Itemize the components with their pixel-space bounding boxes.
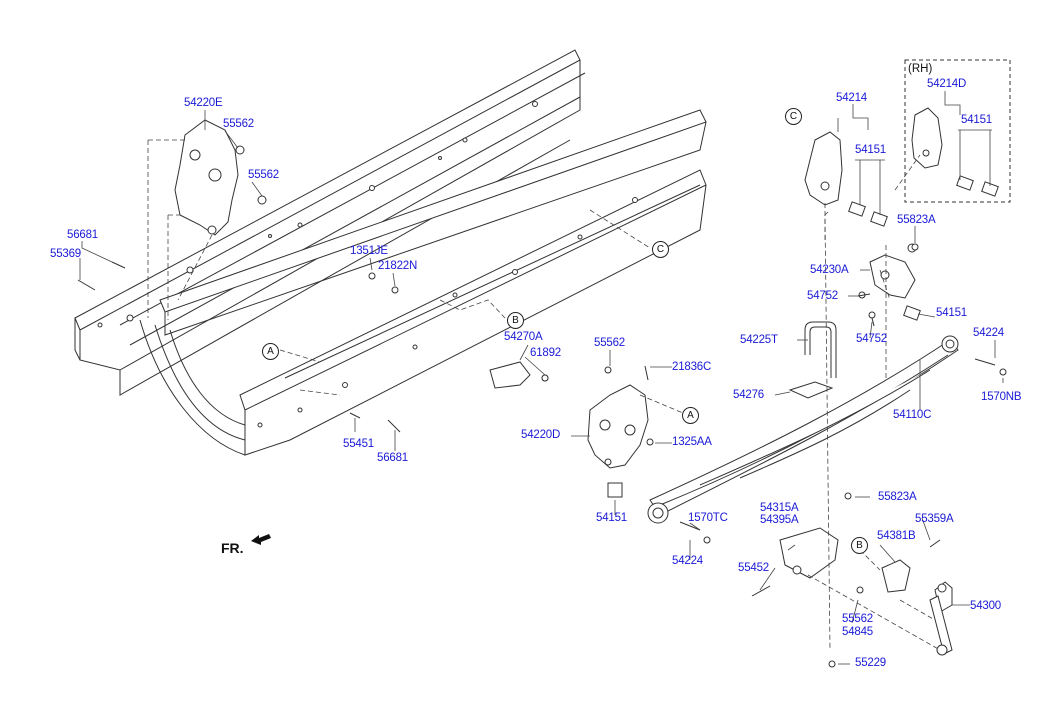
rail-holes [97, 101, 638, 428]
part-54752-b[interactable]: 54752 [856, 333, 887, 345]
part-54224-b[interactable]: 54224 [973, 327, 1004, 339]
part-55451[interactable]: 55451 [343, 438, 374, 450]
part-54315A[interactable]: 54315A [760, 502, 799, 514]
part-54220D[interactable]: 54220D [521, 429, 561, 441]
part-54225T[interactable]: 54225T [740, 334, 778, 346]
ref-circle-c-frame: C [652, 241, 669, 258]
bushings [607, 175, 999, 498]
part-54395A[interactable]: 54395A [760, 514, 799, 526]
frame-rail-lower [139, 109, 707, 456]
part-54230A[interactable]: 54230A [810, 264, 849, 276]
front-direction-arrow-icon [251, 534, 271, 545]
part-54214D[interactable]: 54214D [927, 78, 967, 90]
part-54270A[interactable]: 54270A [504, 331, 543, 343]
part-54224-a[interactable]: 54224 [672, 555, 703, 567]
part-54276[interactable]: 54276 [733, 389, 764, 401]
rh-label: (RH) [908, 63, 933, 75]
part-21836C[interactable]: 21836C [672, 361, 712, 373]
leaf-spring [647, 335, 959, 524]
ref-circle-b-frame: B [507, 312, 524, 329]
part-55562-a[interactable]: 55562 [223, 118, 254, 130]
rear-hanger-bracket [587, 384, 649, 469]
shock-bracket [881, 559, 911, 593]
fasteners [77, 243, 1007, 668]
front-hanger-bracket [174, 119, 267, 236]
u-bolt [804, 321, 837, 378]
part-54151-d[interactable]: 54151 [936, 307, 967, 319]
part-1570TC[interactable]: 1570TC [688, 512, 728, 524]
part-21822N[interactable]: 21822N [378, 260, 418, 272]
leader-lines [79, 91, 1004, 665]
part-56681-b[interactable]: 56681 [377, 452, 408, 464]
part-55359A[interactable]: 55359A [915, 513, 954, 525]
part-54381B[interactable]: 54381B [877, 530, 916, 542]
front-direction-label: FR. [221, 540, 244, 556]
part-54151-c[interactable]: 54151 [961, 114, 992, 126]
ref-circle-b-axle: B [851, 537, 868, 554]
part-54300[interactable]: 54300 [970, 600, 1001, 612]
part-1325AA[interactable]: 1325AA [672, 436, 712, 448]
part-55562-d[interactable]: 55562 [842, 613, 873, 625]
part-55562-c[interactable]: 55562 [594, 337, 625, 349]
part-61892[interactable]: 61892 [530, 347, 561, 359]
part-54752-a[interactable]: 54752 [807, 290, 838, 302]
ref-circle-a-bracket: A [682, 407, 699, 424]
part-1570NB[interactable]: 1570NB [981, 391, 1022, 403]
part-56681-a[interactable]: 56681 [67, 229, 98, 241]
part-55369[interactable]: 55369 [50, 248, 81, 260]
ref-circle-a-frame: A [262, 343, 279, 360]
rh-detail-box [904, 59, 1011, 203]
part-55452[interactable]: 55452 [738, 562, 769, 574]
part-55562-b[interactable]: 55562 [248, 169, 279, 181]
ref-circle-c-top: C [785, 108, 802, 125]
shackle [858, 243, 917, 319]
part-1351JE[interactable]: 1351JE [350, 245, 388, 257]
part-54151-a[interactable]: 54151 [596, 512, 627, 524]
frame-rail-upper [74, 49, 586, 396]
axle-seat [779, 527, 839, 579]
part-54214[interactable]: 54214 [836, 92, 867, 104]
dashed-alignment-lines [147, 139, 941, 651]
spring-pad [788, 381, 834, 399]
rear-bracket-54214 [804, 131, 843, 206]
bracket-54270a [489, 361, 549, 389]
part-55823A-a[interactable]: 55823A [897, 214, 936, 226]
part-55229[interactable]: 55229 [855, 657, 886, 669]
part-54110C[interactable]: 54110C [893, 409, 932, 421]
part-55823A-b[interactable]: 55823A [878, 491, 917, 503]
shock-absorber [929, 581, 953, 656]
part-54845[interactable]: 54845 [842, 626, 873, 638]
part-54151-b[interactable]: 54151 [855, 144, 886, 156]
rh-bracket-54214d [911, 107, 943, 169]
part-54220E[interactable]: 54220E [184, 97, 223, 109]
